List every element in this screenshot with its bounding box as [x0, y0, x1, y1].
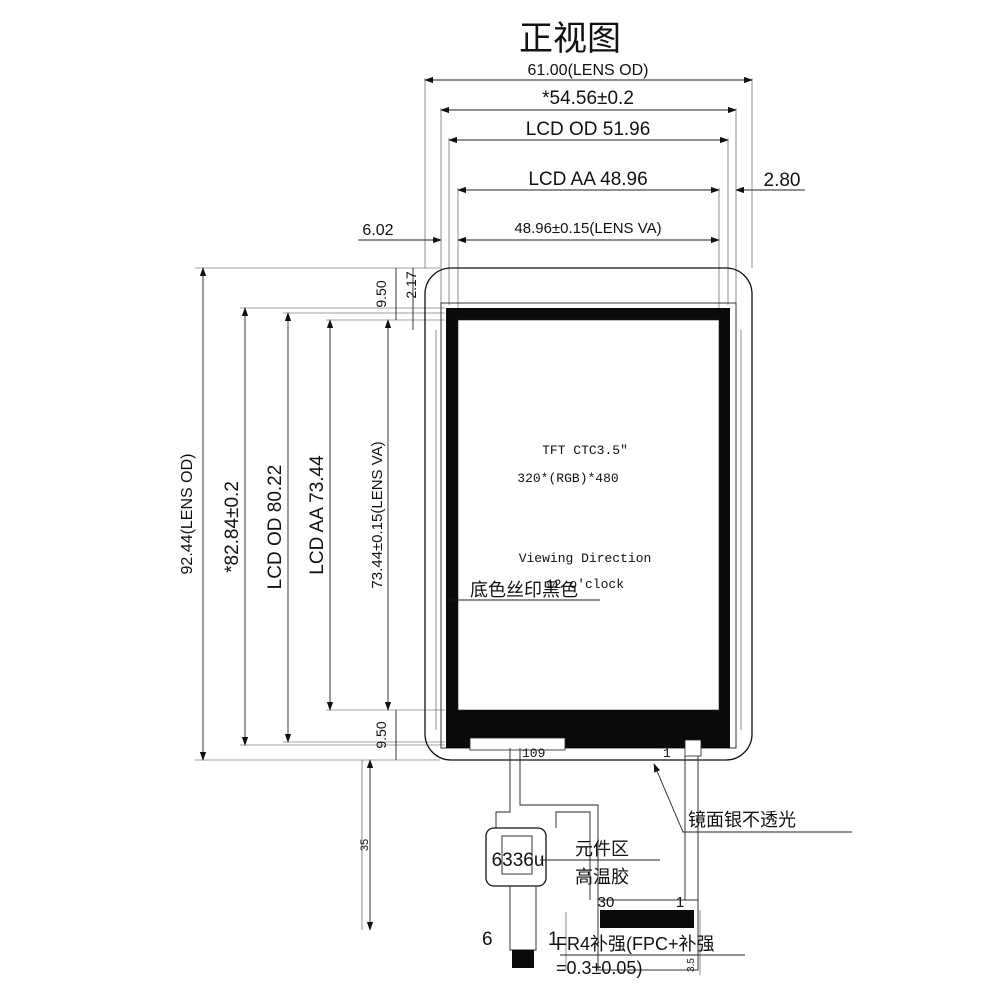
lcd-od-height-label: LCD OD 80.22: [265, 465, 286, 590]
screen-model-text: TFT CTC3.5″: [542, 443, 628, 458]
lens-outline: [424, 267, 753, 761]
view-title: 正视图: [519, 19, 621, 59]
high-temp-glue-note: 高温胶: [575, 867, 629, 887]
mirror-silver-note: 镜面银不透光: [688, 810, 796, 830]
silkscreen-note: 底色丝印黑色: [470, 580, 578, 600]
height-tolerance-label: *82.84±0.2: [222, 481, 243, 573]
left-offset-label: 6.02: [362, 222, 393, 239]
top-offset-label: 2.17: [403, 271, 419, 298]
lcd-aa-width-label: LCD AA 48.96: [528, 169, 647, 190]
component-area-box: [485, 827, 547, 887]
width-tolerance-label: *54.56±0.2: [542, 88, 634, 109]
component-area-note: 元件区: [575, 839, 629, 859]
horizontal-dimensions: 61.00(LENS OD) *54.56±0.2 LCD OD 51.96 L…: [358, 62, 805, 320]
pin-1-connector-label: 1: [676, 894, 684, 911]
pin-109-label: 109: [522, 746, 545, 761]
pin-1-bottom-label: 1: [548, 929, 559, 950]
pin-6-label: 6: [482, 929, 493, 950]
stiffener-note: FR4补强(FPC+补强: [556, 934, 715, 954]
lens-od-width-label: 61.00(LENS OD): [528, 62, 649, 79]
fpc-length-label: 35: [359, 839, 371, 851]
lens-od-height-label: 92.44(LENS OD): [179, 454, 196, 575]
right-offset-label: 2.80: [764, 170, 801, 191]
lens-va-height-label: 73.44±0.15(LENS VA): [369, 441, 386, 588]
connector-pins: [600, 910, 694, 928]
pin-30-label: 30: [598, 894, 615, 911]
screen-resolution-text: 320*(RGB)*480: [517, 471, 618, 486]
ic-label: 6336u: [492, 850, 545, 871]
fpc-tail-label: 3.5: [686, 958, 697, 972]
module-outline: 1: [424, 267, 753, 761]
fr4-stiffener: [597, 899, 699, 971]
fpc-cable: 6336u 6 1 30 1 3.5: [482, 748, 701, 975]
bottom-border-label: 9.50: [373, 721, 389, 748]
lcd-od-width-label: LCD OD 51.96: [526, 119, 651, 140]
thickness-note: =0.3±0.05): [556, 958, 642, 978]
lens-va-width-label: 48.96±0.15(LENS VA): [514, 220, 661, 237]
top-border-label: 9.50: [373, 280, 389, 307]
fpc-contact-end: [512, 950, 534, 968]
clock-direction-text: 12 o'clock: [546, 577, 624, 592]
display-active-area: [457, 319, 720, 711]
lcd-aa-height-label: LCD AA 73.44: [307, 455, 328, 575]
pin-1-top-label: 1: [663, 746, 671, 761]
viewing-direction-text: Viewing Direction: [519, 551, 652, 566]
vertical-dimensions: 92.44(LENS OD) *82.84±0.2 LCD OD 80.22 L…: [179, 267, 445, 931]
